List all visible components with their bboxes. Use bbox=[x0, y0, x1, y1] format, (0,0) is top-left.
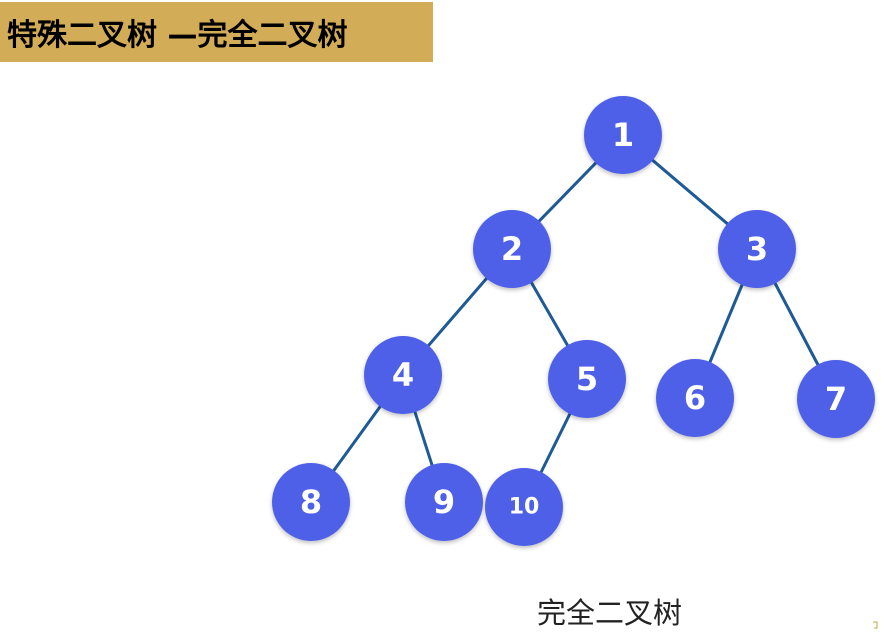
node-circle-10 bbox=[485, 468, 563, 546]
node-label-10: 10 bbox=[509, 495, 540, 520]
node-circle-9 bbox=[405, 463, 483, 541]
tree-node-2: 2 bbox=[473, 210, 551, 288]
slide-corner-icon bbox=[873, 621, 878, 629]
node-label-7: 7 bbox=[825, 380, 847, 418]
slide-title: 特殊二叉树 —完全二叉树 bbox=[7, 18, 348, 53]
tree-node-3: 3 bbox=[718, 210, 796, 288]
node-label-9: 9 bbox=[433, 483, 455, 521]
node-circle-1 bbox=[584, 96, 662, 174]
edge-5-10 bbox=[539, 412, 572, 474]
node-circle-8 bbox=[272, 463, 350, 541]
tree-nodes: 1 2 3 4 5 6 7 8 9 10 bbox=[272, 96, 875, 546]
node-label-4: 4 bbox=[392, 356, 414, 394]
edge-2-5 bbox=[530, 281, 569, 347]
node-label-6: 6 bbox=[684, 379, 706, 417]
edge-4-9 bbox=[413, 410, 434, 467]
edge-3-7 bbox=[773, 282, 820, 366]
node-circle-3 bbox=[718, 210, 796, 288]
edge-1-3 bbox=[651, 158, 729, 226]
title-banner: 特殊二叉树 —完全二叉树 bbox=[0, 2, 433, 62]
node-circle-7 bbox=[797, 360, 875, 438]
node-circle-5 bbox=[548, 340, 626, 418]
edge-4-8 bbox=[332, 405, 382, 472]
edge-2-4 bbox=[427, 277, 488, 347]
tree-edges bbox=[332, 158, 820, 474]
tree-node-6: 6 bbox=[656, 359, 734, 437]
node-circle-2 bbox=[473, 210, 551, 288]
node-circle-4 bbox=[364, 336, 442, 414]
node-label-1: 1 bbox=[612, 116, 634, 154]
edge-3-6 bbox=[708, 283, 744, 364]
tree-node-4: 4 bbox=[364, 336, 442, 414]
tree-node-5: 5 bbox=[548, 340, 626, 418]
tree-node-7: 7 bbox=[797, 360, 875, 438]
node-label-8: 8 bbox=[300, 483, 322, 521]
edge-1-2 bbox=[537, 161, 598, 223]
tree-node-1: 1 bbox=[584, 96, 662, 174]
node-label-2: 2 bbox=[501, 230, 523, 268]
tree-node-8: 8 bbox=[272, 463, 350, 541]
node-label-3: 3 bbox=[746, 230, 768, 268]
node-circle-6 bbox=[656, 359, 734, 437]
diagram-caption: 完全二叉树 bbox=[537, 596, 683, 630]
tree-node-10: 10 bbox=[485, 468, 563, 546]
node-label-5: 5 bbox=[576, 360, 598, 398]
tree-node-9: 9 bbox=[405, 463, 483, 541]
